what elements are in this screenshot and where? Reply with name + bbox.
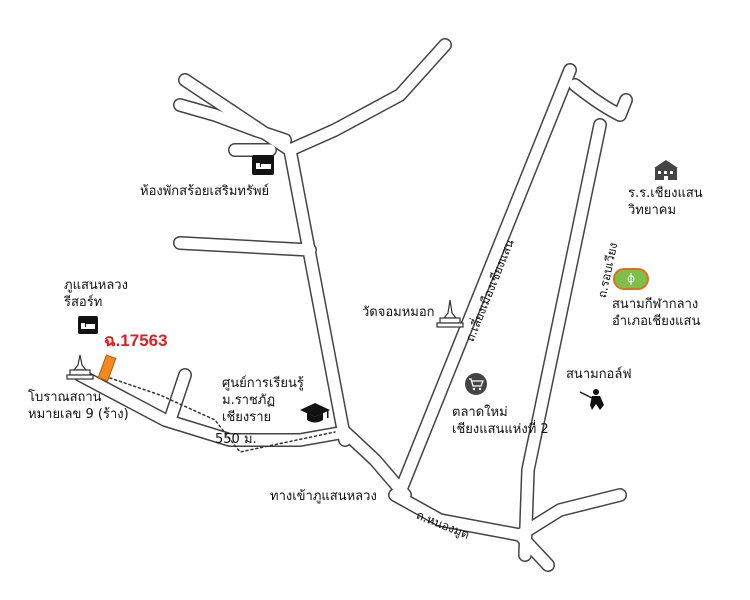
hotel-label: ห้องพักสร้อยเสริมทรัพย์ — [140, 184, 270, 199]
stadium-icon — [613, 268, 649, 290]
school-label-line1: ร.ร.เชียงแสน — [628, 186, 703, 201]
learning-center-label-line1: ศูนย์การเรียนรู้ — [222, 376, 304, 391]
road-network — [73, 38, 633, 572]
market-label-line1: ตลาดใหม่ — [452, 405, 508, 420]
bed-icon — [78, 316, 98, 334]
stadium-label-line1: สนามกีฬากลาง — [612, 297, 699, 312]
market-label-line2: เชียงแสนแห่งที่ 2 — [452, 422, 549, 437]
resort-label-line2: รีสอร์ท — [64, 295, 103, 310]
learning-center-label-line3: เชียงราย — [222, 410, 272, 425]
golf-label: สนามกอล์ฟ — [566, 367, 632, 382]
school-building-icon — [654, 160, 678, 180]
stadium-label-line2: อำเภอเชียงแสน — [612, 314, 701, 329]
temple-label: วัดจอมหมอก — [362, 305, 435, 320]
school-label-line2: วิทยาคม — [628, 203, 677, 218]
ancient-site-label-line1: โบราณสถาน — [28, 390, 102, 405]
resort-label-line1: ภูแสนหลวง — [64, 278, 128, 293]
site-marker[interactable] — [97, 354, 117, 382]
stupa-icon — [66, 354, 94, 380]
site-code-label[interactable]: ฉ.17563 — [104, 331, 168, 350]
shopping-cart-icon — [465, 373, 487, 395]
graduation-cap-icon — [300, 403, 330, 423]
bed-icon — [252, 155, 274, 175]
stupa-icon — [436, 299, 464, 328]
walking-route — [109, 377, 336, 453]
entrance-label: ทางเข้าภูแสนหลวง — [270, 489, 377, 504]
learning-center-label-line2: ม.ราชภัฏ — [222, 393, 276, 408]
distance-label: 550 ม. — [215, 432, 257, 447]
golfer-icon — [579, 389, 604, 410]
ancient-site-label-line2: หมายเลข 9 (ร้าง) — [28, 407, 129, 422]
